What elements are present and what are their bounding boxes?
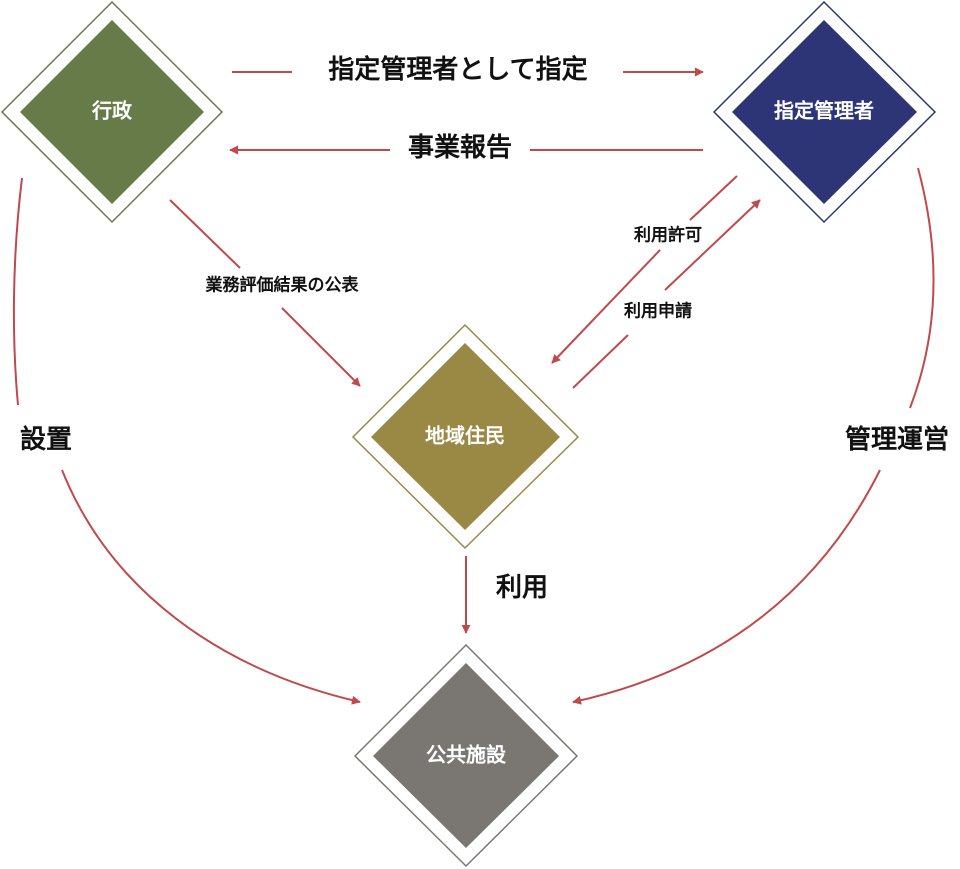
edge-apply-label: 利用申請 [624, 301, 692, 322]
edge-report-label: 事業報告 [408, 133, 512, 163]
node-kokyo-shisetsu: 公共施設 [353, 643, 579, 868]
edge-permit: 利用許可 [551, 175, 738, 364]
node-shisetsu-label: 公共施設 [426, 743, 507, 767]
edge-permit-label: 利用許可 [634, 225, 702, 246]
edge-designate: 指定管理者として指定 [232, 54, 704, 85]
edge-use-label: 利用 [496, 573, 548, 603]
edge-establish-label: 設置 [20, 424, 72, 455]
edge-establish: 設置 [12, 177, 361, 705]
edge-manage: 管理運営 [572, 167, 949, 705]
node-jumin-label: 地域住民 [425, 424, 505, 448]
node-gyosei-label: 行政 [91, 99, 133, 123]
edge-publish: 業務評価結果の公表 [169, 199, 361, 387]
node-shitei-label: 指定管理者 [774, 99, 874, 123]
edge-apply: 利用申請 [572, 199, 761, 389]
edge-report: 事業報告 [229, 133, 703, 163]
node-shitei-kanrisha: 指定管理者 [712, 0, 937, 224]
edge-manage-label: 管理運営 [845, 425, 949, 455]
node-gyosei: 行政 [0, 0, 224, 224]
node-chiiki-jumin: 地域住民 [351, 323, 580, 550]
edge-use: 利用 [461, 556, 548, 634]
edge-designate-label: 指定管理者として指定 [328, 54, 587, 85]
edge-publish-label: 業務評価結果の公表 [206, 275, 360, 296]
